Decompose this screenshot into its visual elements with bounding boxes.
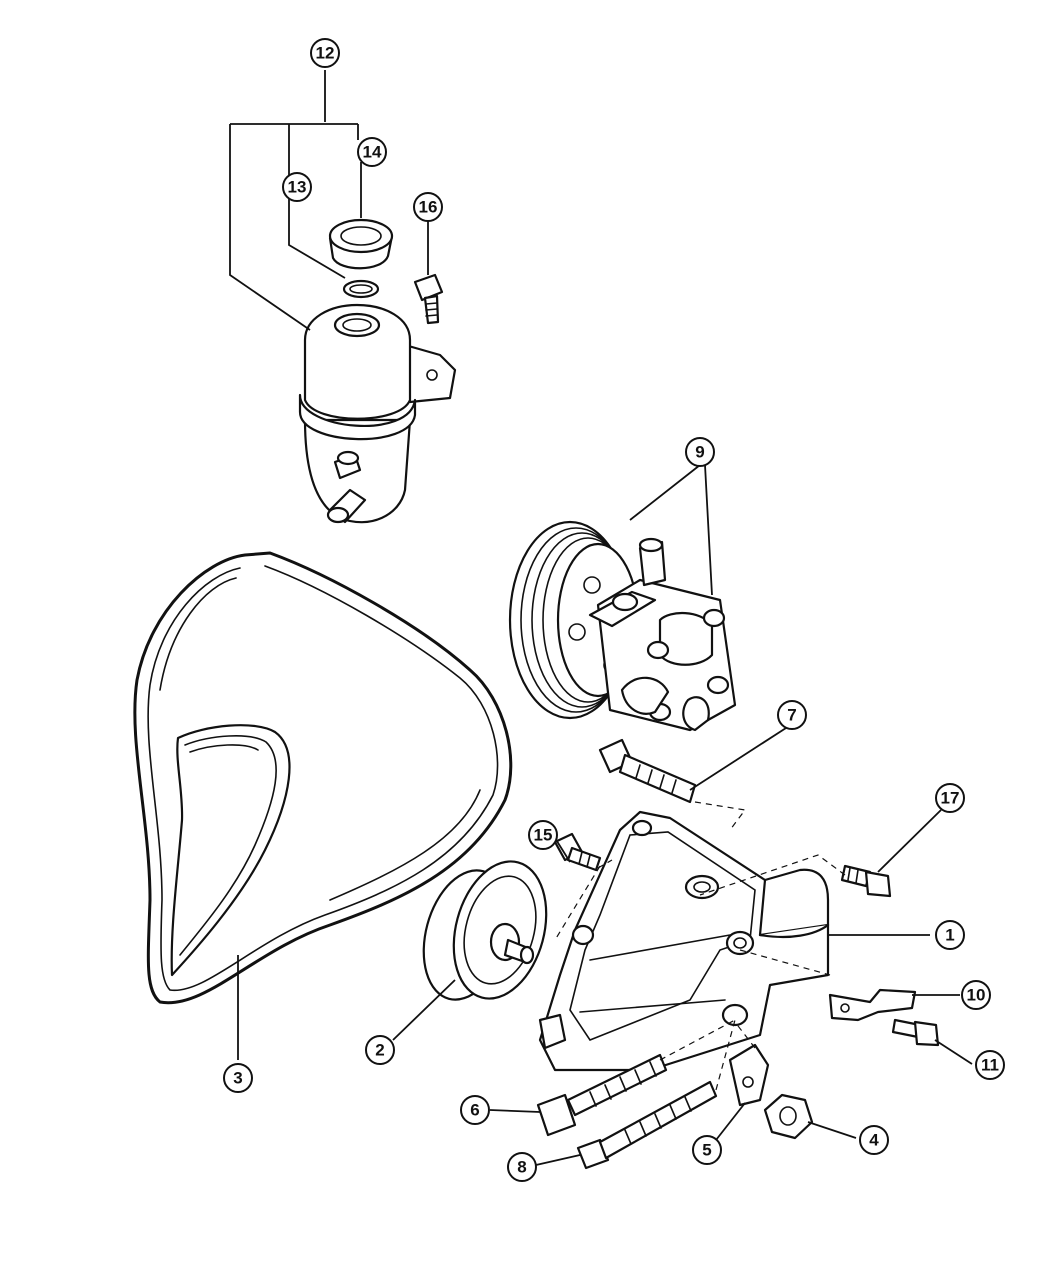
callout-8-label: 8 — [517, 1158, 526, 1177]
reservoir-seal — [342, 279, 380, 299]
callout-4: 4 — [859, 1125, 889, 1155]
callout-15-label: 15 — [534, 826, 553, 845]
callout-3: 3 — [223, 1063, 253, 1093]
callout-11: 11 — [975, 1050, 1005, 1080]
brace-bracket — [828, 988, 917, 1022]
nut — [763, 1093, 814, 1140]
callout-16-label: 16 — [419, 198, 438, 217]
callout-5-label: 5 — [702, 1141, 711, 1160]
callout-17: 17 — [935, 783, 965, 813]
power-steering-pump — [508, 520, 737, 732]
callout-12-label: 12 — [316, 44, 335, 63]
leader-lines — [229, 70, 973, 1166]
long-bolt-upper — [536, 1053, 668, 1137]
callout-6: 6 — [460, 1095, 490, 1125]
pump-bolt — [598, 738, 697, 804]
callout-10: 10 — [961, 980, 991, 1010]
callout-9: 9 — [685, 437, 715, 467]
spacer — [728, 1043, 770, 1107]
brace-bolt — [891, 1018, 940, 1047]
callout-17-label: 17 — [941, 789, 960, 808]
assembly-lines — [554, 801, 846, 1091]
callout-7-label: 7 — [787, 706, 796, 725]
bracket-bolt-small — [553, 832, 602, 872]
callout-13: 13 — [282, 172, 312, 202]
callout-12: 12 — [310, 38, 340, 68]
callout-1: 1 — [935, 920, 965, 950]
bracket-bolt-upper — [840, 864, 892, 898]
drive-belt — [133, 551, 513, 1005]
callout-9-label: 9 — [695, 443, 704, 462]
callout-4-label: 4 — [869, 1131, 879, 1150]
callout-14-label: 14 — [363, 143, 382, 162]
callout-2: 2 — [365, 1035, 395, 1065]
callout-5: 5 — [692, 1135, 722, 1165]
long-bolt-lower — [576, 1080, 718, 1170]
callout-2-label: 2 — [375, 1041, 384, 1060]
callout-7: 7 — [777, 700, 807, 730]
callout-10-label: 10 — [967, 986, 986, 1005]
callout-1-label: 1 — [945, 926, 954, 945]
reservoir-bolt — [413, 273, 444, 325]
idler-pulley — [422, 860, 548, 1001]
callout-11-label: 11 — [981, 1056, 999, 1075]
reservoir-assembly — [298, 303, 457, 524]
callout-3-label: 3 — [233, 1069, 242, 1088]
callout-13-label: 13 — [288, 178, 307, 197]
callout-16: 16 — [413, 192, 443, 222]
pump-bracket — [538, 810, 830, 1072]
callout-14: 14 — [357, 137, 387, 167]
callout-6-label: 6 — [470, 1101, 479, 1120]
reservoir-cap — [328, 218, 394, 270]
callout-15: 15 — [528, 820, 558, 850]
callout-8: 8 — [507, 1152, 537, 1182]
